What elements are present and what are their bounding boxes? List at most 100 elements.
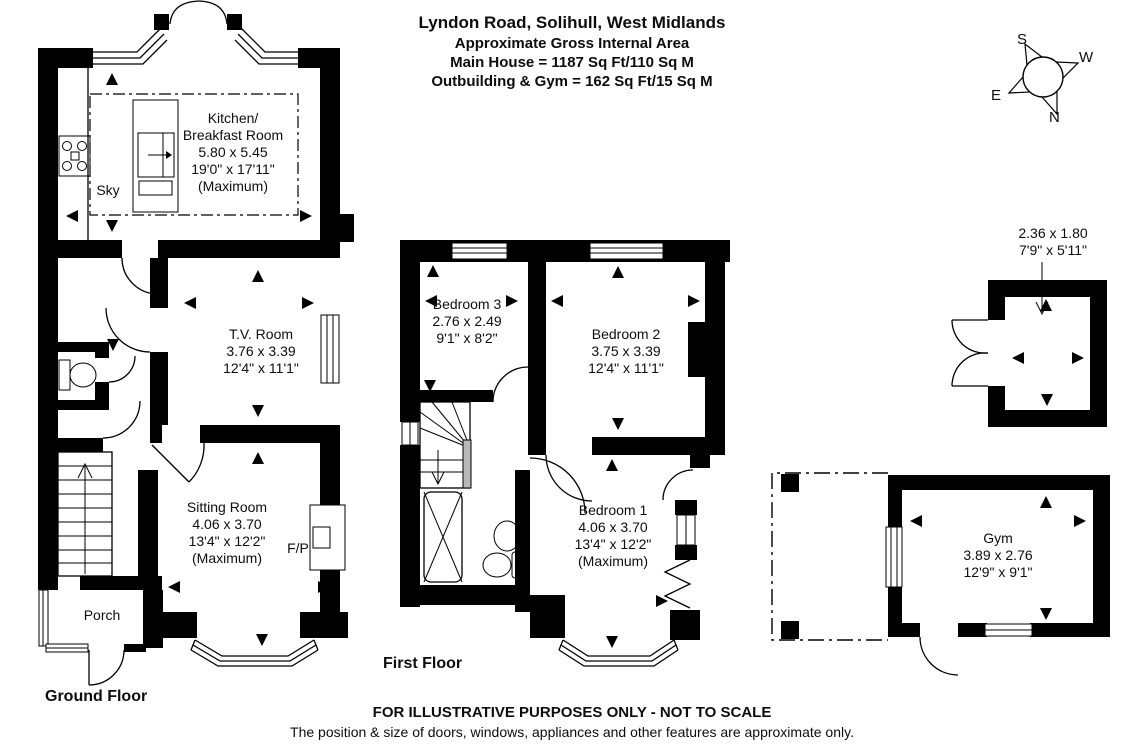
sitting-room-label: Sitting Room 4.06 x 3.70 13'4" x 12'2" (…: [152, 499, 302, 567]
wc-toilet: [58, 359, 97, 391]
gf-right-wall-step: [340, 214, 354, 242]
kitchen-skylight-outline: [89, 93, 299, 216]
bedroom2-imperial-dims: 12'4" x 11'1": [588, 360, 664, 376]
sitting-bay-window: [190, 639, 319, 667]
bedroom2-name: Bedroom 2: [591, 326, 661, 342]
bedroom1-name: Bedroom 1: [578, 502, 648, 518]
bedroom1-label: Bedroom 1 4.06 x 3.70 13'4" x 12'2" (Max…: [538, 502, 688, 570]
gf-top-wall-left: [38, 48, 93, 68]
kitchen-metric-dims: 5.80 x 5.45: [198, 144, 268, 160]
ff-bed3-bottom-wall: [420, 390, 493, 402]
gf-front-wall-r: [80, 576, 162, 590]
gym-label: Gym 3.89 x 2.76 12'9" x 9'1": [923, 530, 1073, 581]
gf-staircase: [57, 451, 113, 577]
ff-dimension-arrows: [424, 265, 700, 648]
bed1-cupboard-door-arc: [662, 469, 694, 501]
gf-front-wall-l: [38, 576, 58, 590]
gf-wc-top-wall: [58, 342, 108, 352]
gf-porch-bottom-wall: [124, 644, 146, 652]
kitchen-name-line2: Breakfast Room: [182, 127, 284, 143]
gf-kitchen-bottom-wall-l: [58, 240, 122, 258]
gym-dimension-arrows: [910, 496, 1086, 620]
gf-hall-wall-a: [150, 258, 168, 308]
ff-folding-door: [663, 559, 692, 609]
gf-dimension-arrows: [66, 73, 330, 646]
sitting-door-arc: [188, 442, 205, 483]
disclaimer-block: FOR ILLUSTRATIVE PURPOSES ONLY - NOT TO …: [0, 703, 1144, 741]
carport-post-top: [781, 474, 799, 492]
gym-door-arc: [919, 636, 959, 676]
gym-plan: [771, 472, 1110, 676]
ff-bay-wall-left: [530, 612, 565, 638]
outbuilding-plan: [951, 262, 1107, 427]
ff-left-wall-b: [400, 445, 420, 607]
sitting-room-max-note: (Maximum): [192, 550, 262, 566]
bed3-door-arc: [492, 366, 529, 403]
gf-top-windows: [91, 27, 301, 65]
bedroom2-metric-dims: 3.75 x 3.39: [591, 343, 661, 359]
kitchen-hob: [58, 135, 91, 177]
gf-french-doors: [169, 0, 228, 25]
gf-tv-sitting-wall-r: [200, 425, 340, 443]
ff-bed1-right-wall-b: [675, 500, 697, 515]
gf-stair-top-wall: [58, 438, 103, 452]
gf-tv-sitting-wall-l: [150, 425, 162, 443]
gym-imperial-dims: 12'9" x 9'1": [963, 564, 1033, 580]
gym-top-wall: [888, 475, 1110, 490]
gym-name: Gym: [983, 530, 1013, 546]
compass-rose: [1007, 42, 1080, 116]
first-floor-label: First Floor: [383, 655, 463, 672]
gf-bay-post-right: [227, 14, 242, 30]
fireplace: [309, 504, 346, 571]
ff-top-windows: [451, 242, 664, 260]
bedroom3-imperial-dims: 9'1" x 8'2": [436, 330, 498, 346]
ff-landing-wall: [528, 402, 546, 455]
compass-label-s: S: [1017, 31, 1028, 48]
gf-bay-wall-left: [150, 612, 197, 638]
bathtub: [423, 491, 463, 583]
carport-outline: [771, 472, 888, 641]
bedroom3-name: Bedroom 3: [432, 296, 502, 312]
ff-chimney-breast: [688, 322, 705, 377]
kitchen-label: Kitchen/ Breakfast Room 5.80 x 5.45 19'0…: [158, 110, 308, 195]
gym-right-wall: [1093, 475, 1110, 637]
bedroom1-metric-dims: 4.06 x 3.70: [578, 519, 648, 535]
store-imperial-dims: 7'9" x 5'11": [1019, 242, 1087, 258]
gym-bottom-wall-c: [1030, 623, 1093, 637]
store-left-wall-b: [988, 386, 1005, 427]
sitting-room-metric-dims: 4.06 x 3.70: [192, 516, 262, 532]
gf-left-wall: [38, 48, 58, 576]
basin: [493, 520, 527, 552]
title-block: Lyndon Road, Solihull, West Midlands App…: [0, 12, 1144, 91]
kitchen-max-note: (Maximum): [198, 178, 268, 194]
compass-label-w: W: [1079, 49, 1094, 66]
ff-top-wall: [400, 240, 730, 262]
sitting-room-name: Sitting Room: [186, 499, 268, 515]
store-double-doors: [951, 319, 989, 387]
gym-metric-dims: 3.89 x 2.76: [963, 547, 1033, 563]
disclaimer-line2: The position & size of doors, windows, a…: [290, 724, 854, 740]
gym-bottom-wall-a: [888, 623, 920, 637]
kitchen-door-arc: [121, 257, 159, 295]
tv-room-metric-dims: 3.76 x 3.39: [226, 343, 296, 359]
ff-bed1-right-wall-a: [690, 455, 710, 468]
ff-staircase: [419, 401, 472, 489]
store-metric-dims: 2.36 x 1.80: [1018, 225, 1088, 241]
sitting-room-imperial-dims: 13'4" x 12'2": [188, 533, 266, 549]
gf-right-wall-sitting-b: [320, 570, 340, 612]
disclaimer-line1: FOR ILLUSTRATIVE PURPOSES ONLY - NOT TO …: [372, 704, 772, 721]
kitchen-imperial-dims: 19'0" x 17'11": [191, 161, 275, 177]
ff-left-wall-a: [400, 262, 420, 422]
kitchen-sink: [137, 132, 175, 196]
outbuilding-area: Outbuilding & Gym = 162 Sq Ft/15 Sq M: [431, 73, 713, 90]
address-title: Lyndon Road, Solihull, West Midlands: [418, 13, 726, 32]
gf-wc-right-wall-a: [95, 342, 109, 358]
store-top-wall: [988, 280, 1107, 297]
ff-bed2-bed1-wall: [592, 437, 725, 455]
gym-bottom-window: [984, 623, 1033, 637]
ff-right-wall: [705, 262, 725, 437]
bed1-door-arc: [545, 454, 593, 502]
store-left-wall-a: [988, 280, 1005, 320]
porch-label: Porch: [83, 607, 121, 623]
